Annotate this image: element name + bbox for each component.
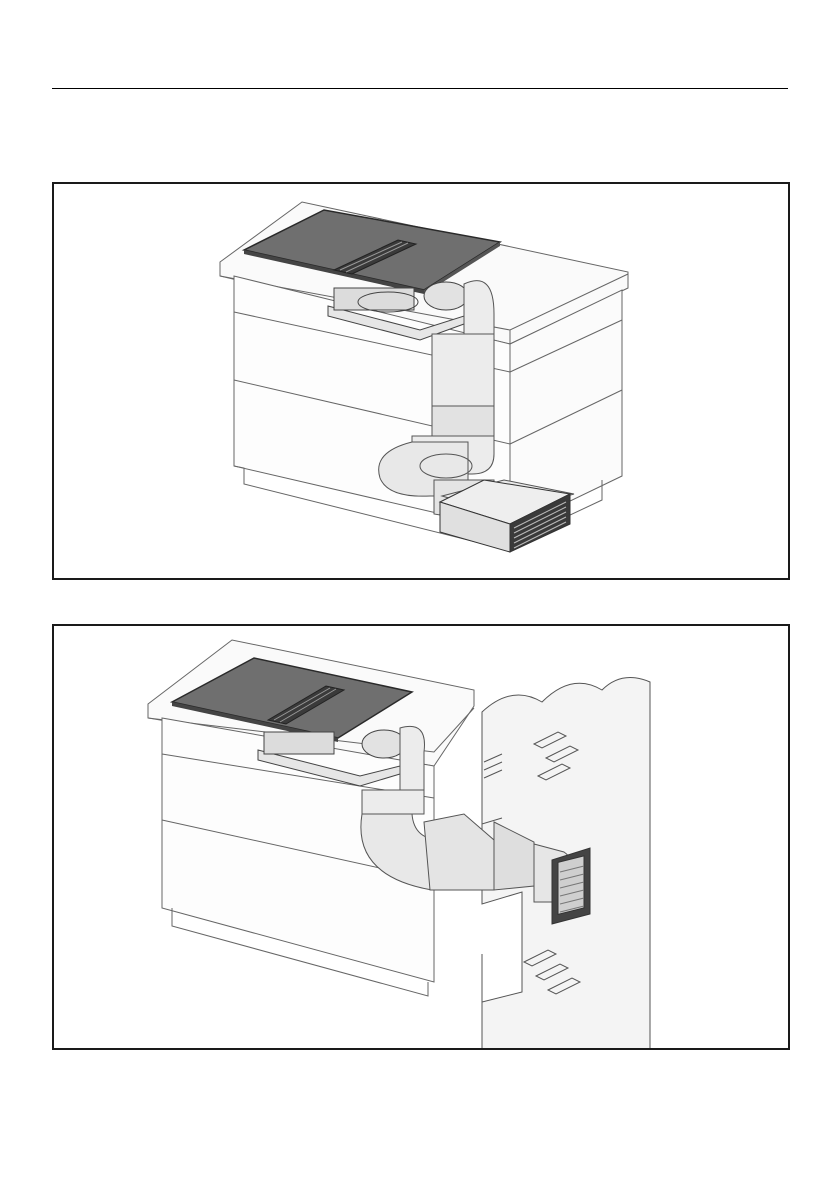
plinth-duct-illustration: [54, 184, 788, 578]
figure-wall-duct: [52, 624, 790, 1050]
header-rule: [52, 88, 788, 89]
grille-icon: [552, 848, 590, 924]
wall-duct-illustration: [54, 626, 788, 1048]
figure-plinth-duct: [52, 182, 790, 580]
